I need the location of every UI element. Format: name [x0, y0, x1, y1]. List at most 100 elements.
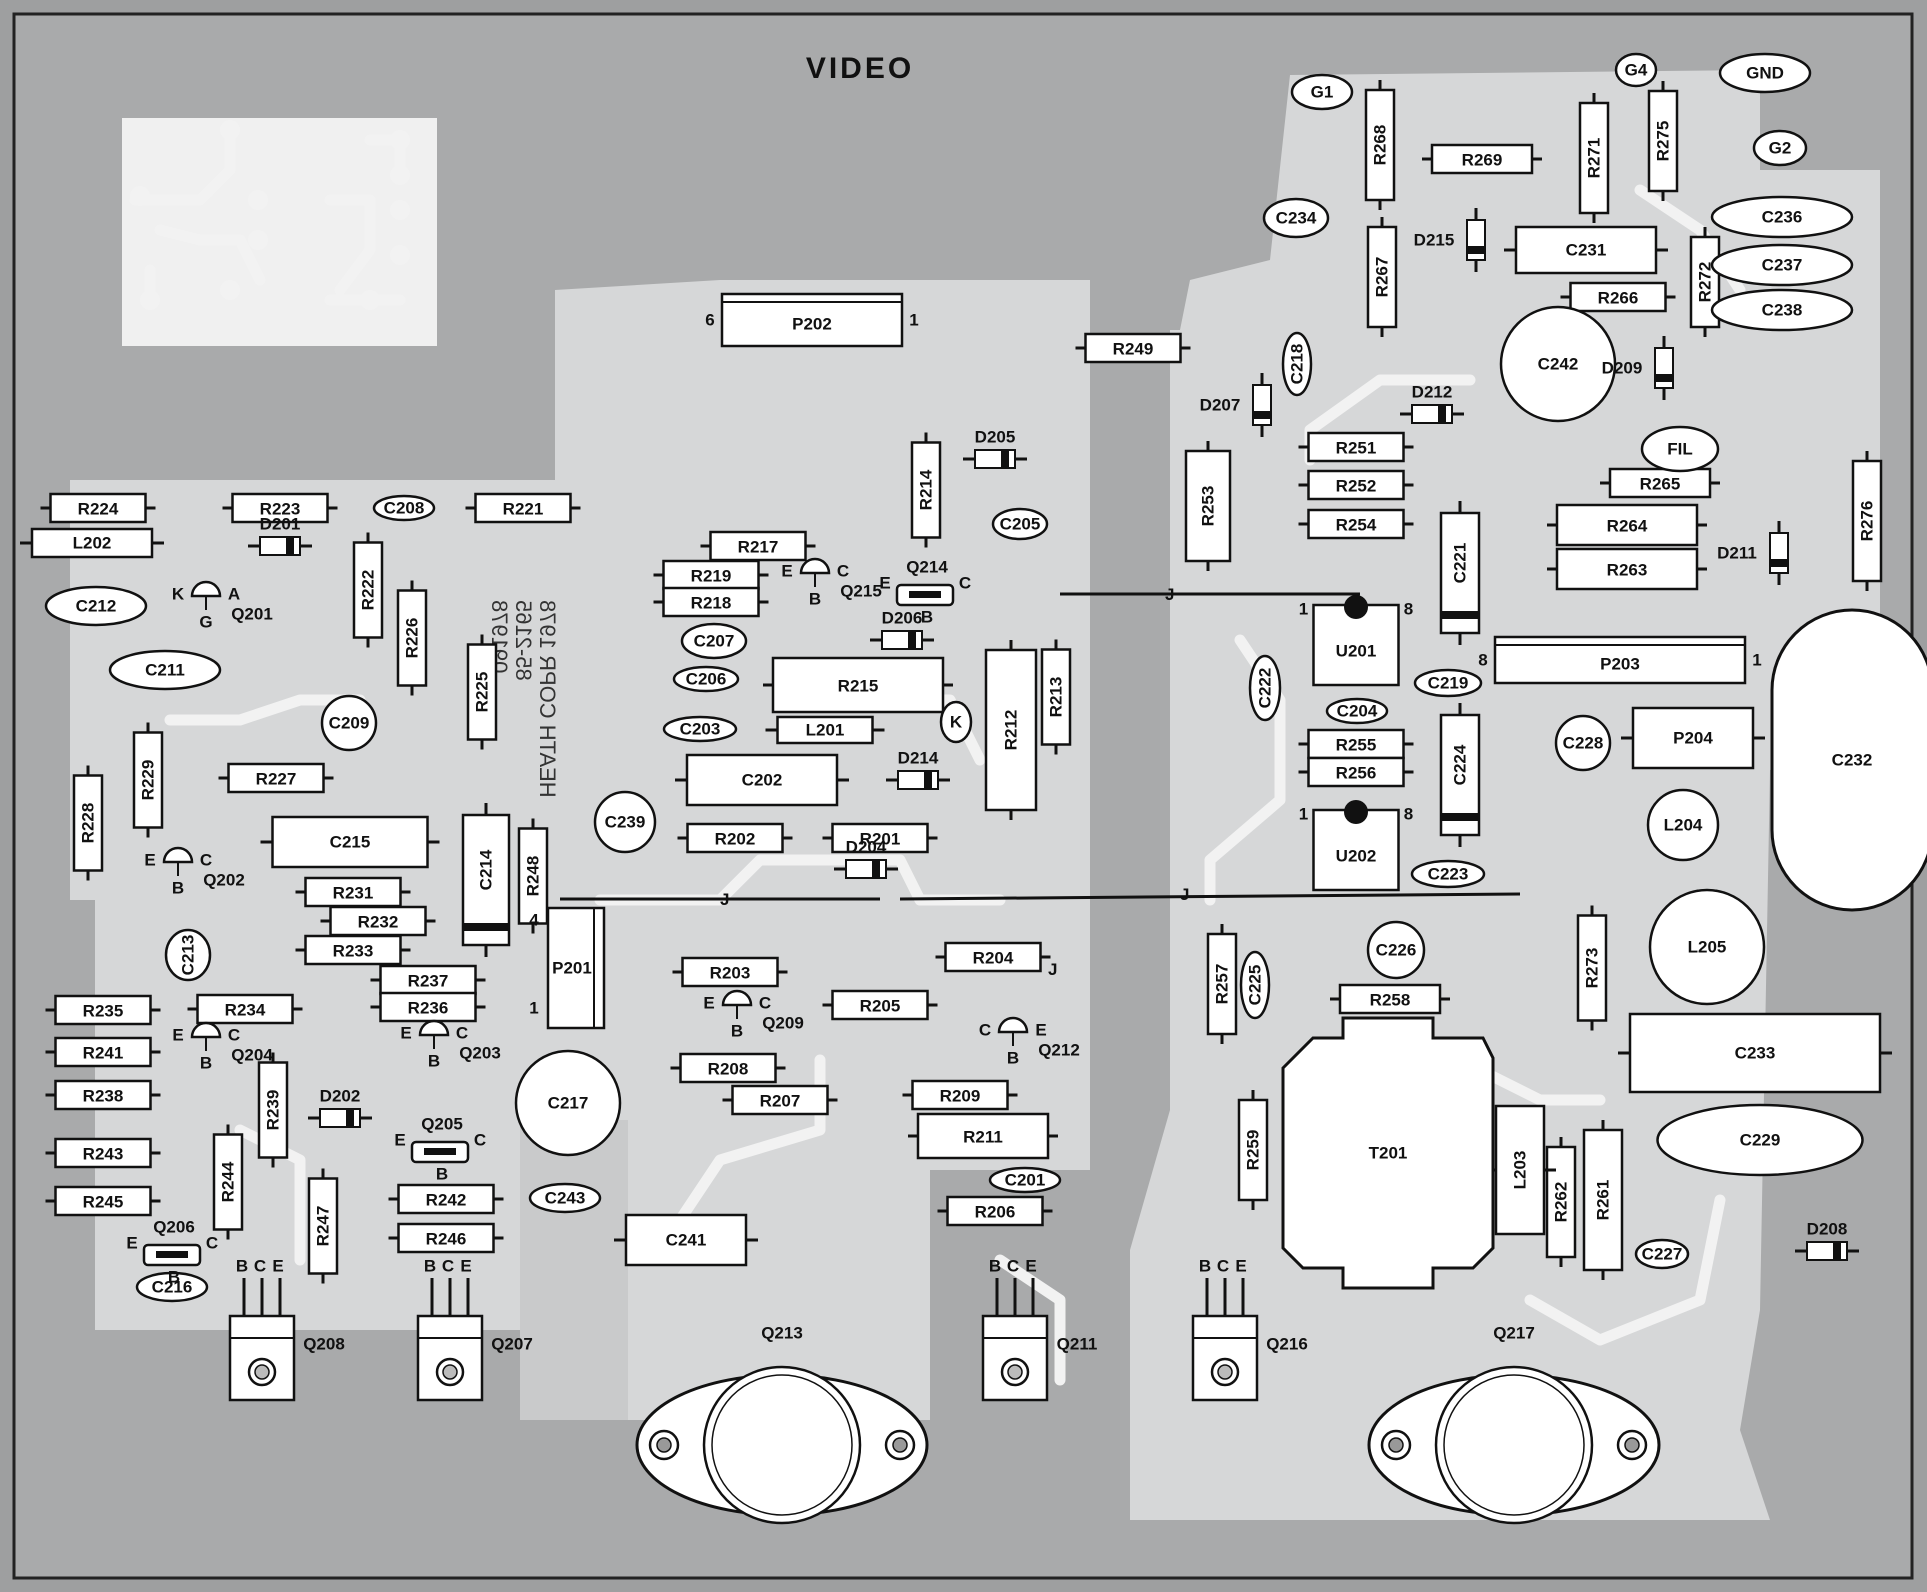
diode-d211[interactable]: D211 [1717, 521, 1789, 585]
resistor-r276[interactable]: R276 [1851, 451, 1883, 591]
round-part-c242[interactable]: C242 [1499, 305, 1617, 423]
resistor-r271[interactable]: R271 [1578, 93, 1610, 223]
capacitor-c238[interactable]: C238 [1710, 288, 1854, 332]
round-part-c209[interactable]: C209 [320, 694, 378, 752]
resistor-r208[interactable]: R208 [670, 1052, 786, 1084]
electrolytic-c214[interactable]: C214 [461, 803, 511, 957]
resistor-r207[interactable]: R207 [722, 1084, 838, 1116]
resistor-r237[interactable]: R237 [370, 964, 486, 996]
resistor-r244[interactable]: R244 [212, 1124, 244, 1240]
resistor-r224[interactable]: R224 [40, 492, 156, 524]
resistor-r229[interactable]: R229 [132, 722, 164, 838]
resistor-r232[interactable]: R232 [320, 905, 436, 937]
resistor-r261[interactable]: R261 [1582, 1120, 1624, 1280]
diode-d212[interactable]: D212 [1400, 383, 1464, 424]
electrolytic-c224[interactable]: C224 [1439, 703, 1481, 847]
resistor-r257[interactable]: R257 [1206, 924, 1238, 1044]
electrolytic-c221[interactable]: C221 [1439, 501, 1481, 645]
resistor-r273[interactable]: R273 [1576, 905, 1608, 1031]
tag-gnd[interactable]: GND [1718, 52, 1812, 94]
resistor-r262[interactable]: R262 [1545, 1137, 1577, 1267]
tag-g1[interactable]: G1 [1290, 73, 1354, 111]
round-part-c217[interactable]: C217 [514, 1049, 622, 1157]
capacitor-c223[interactable]: C223 [1410, 859, 1486, 889]
diode-d209[interactable]: D209 [1602, 336, 1674, 400]
box-part-l202[interactable]: L202 [20, 527, 164, 559]
diode-d215[interactable]: D215 [1414, 208, 1486, 272]
box-part-c215[interactable]: C215 [260, 815, 440, 869]
capacitor-c225[interactable]: C225 [1239, 950, 1271, 1020]
resistor-r218[interactable]: R218 [653, 586, 769, 618]
resistor-r201[interactable]: R201 [822, 822, 938, 854]
capacitor-c201[interactable]: C201 [988, 1166, 1062, 1194]
resistor-r204[interactable]: R204 [935, 941, 1051, 973]
diode-d206[interactable]: D206 [870, 609, 934, 650]
resistor-r233[interactable]: R233 [295, 934, 411, 966]
resistor-r269[interactable]: R269 [1422, 143, 1542, 175]
resistor-r211[interactable]: R211 [908, 1112, 1058, 1160]
tag-g4[interactable]: G4 [1614, 52, 1658, 88]
resistor-r243[interactable]: R243 [45, 1137, 161, 1169]
diode-d201[interactable]: D201 [248, 515, 312, 556]
diode-d214[interactable]: D214 [886, 749, 950, 790]
resistor-r217[interactable]: R217 [700, 530, 816, 562]
capacitor-c234[interactable]: C234 [1262, 197, 1330, 239]
resistor-r221[interactable]: R221 [465, 492, 581, 524]
tag-fil[interactable]: FIL [1640, 425, 1720, 473]
capacitor-c203[interactable]: C203 [662, 715, 738, 743]
resistor-r222[interactable]: R222 [352, 532, 384, 648]
resistor-r251[interactable]: R251 [1298, 431, 1414, 463]
resistor-r202[interactable]: R202 [677, 822, 793, 854]
resistor-r256[interactable]: R256 [1298, 756, 1414, 788]
resistor-r231[interactable]: R231 [295, 876, 411, 908]
round-part-l205[interactable]: L205 [1648, 888, 1766, 1006]
resistor-r249[interactable]: R249 [1075, 332, 1191, 364]
capacitor-c222[interactable]: C222 [1248, 654, 1282, 722]
resistor-r254[interactable]: R254 [1298, 508, 1414, 540]
resistor-r265[interactable]: R265 [1600, 467, 1720, 499]
resistor-r215[interactable]: R215 [763, 656, 953, 714]
resistor-r209[interactable]: R209 [902, 1079, 1018, 1111]
resistor-r259[interactable]: R259 [1237, 1090, 1269, 1210]
round-part-c226[interactable]: C226 [1366, 920, 1426, 980]
tag-k[interactable]: K [939, 700, 973, 744]
resistor-r275[interactable]: R275 [1647, 81, 1679, 201]
resistor-r247[interactable]: R247 [307, 1168, 339, 1284]
capacitor-c219[interactable]: C219 [1413, 668, 1483, 698]
resistor-r266[interactable]: R266 [1560, 281, 1676, 313]
large-part-c232[interactable]: C232 [1770, 608, 1927, 912]
resistor-r241[interactable]: R241 [45, 1036, 161, 1068]
resistor-r272[interactable]: R272 [1689, 227, 1721, 337]
resistor-r213[interactable]: R213 [1040, 639, 1072, 755]
resistor-r264[interactable]: R264 [1547, 503, 1707, 547]
resistor-r242[interactable]: R242 [388, 1183, 504, 1215]
resistor-r214[interactable]: R214 [910, 432, 942, 548]
resistor-r255[interactable]: R255 [1298, 728, 1414, 760]
tag-g2[interactable]: G2 [1752, 129, 1808, 167]
capacitor-c206[interactable]: C206 [672, 665, 740, 693]
capacitor-c229[interactable]: C229 [1656, 1103, 1864, 1177]
box-part-p204[interactable]: P204 [1621, 706, 1765, 770]
diode-d202[interactable]: D202 [308, 1087, 372, 1128]
resistor-r267[interactable]: R267 [1366, 217, 1398, 337]
large-part-t201[interactable]: T201 [1281, 1016, 1495, 1290]
resistor-r205[interactable]: R205 [822, 989, 938, 1021]
capacitor-c212[interactable]: C212 [44, 585, 148, 627]
resistor-r238[interactable]: R238 [45, 1079, 161, 1111]
resistor-r268[interactable]: R268 [1364, 80, 1396, 210]
resistor-r252[interactable]: R252 [1298, 469, 1414, 501]
